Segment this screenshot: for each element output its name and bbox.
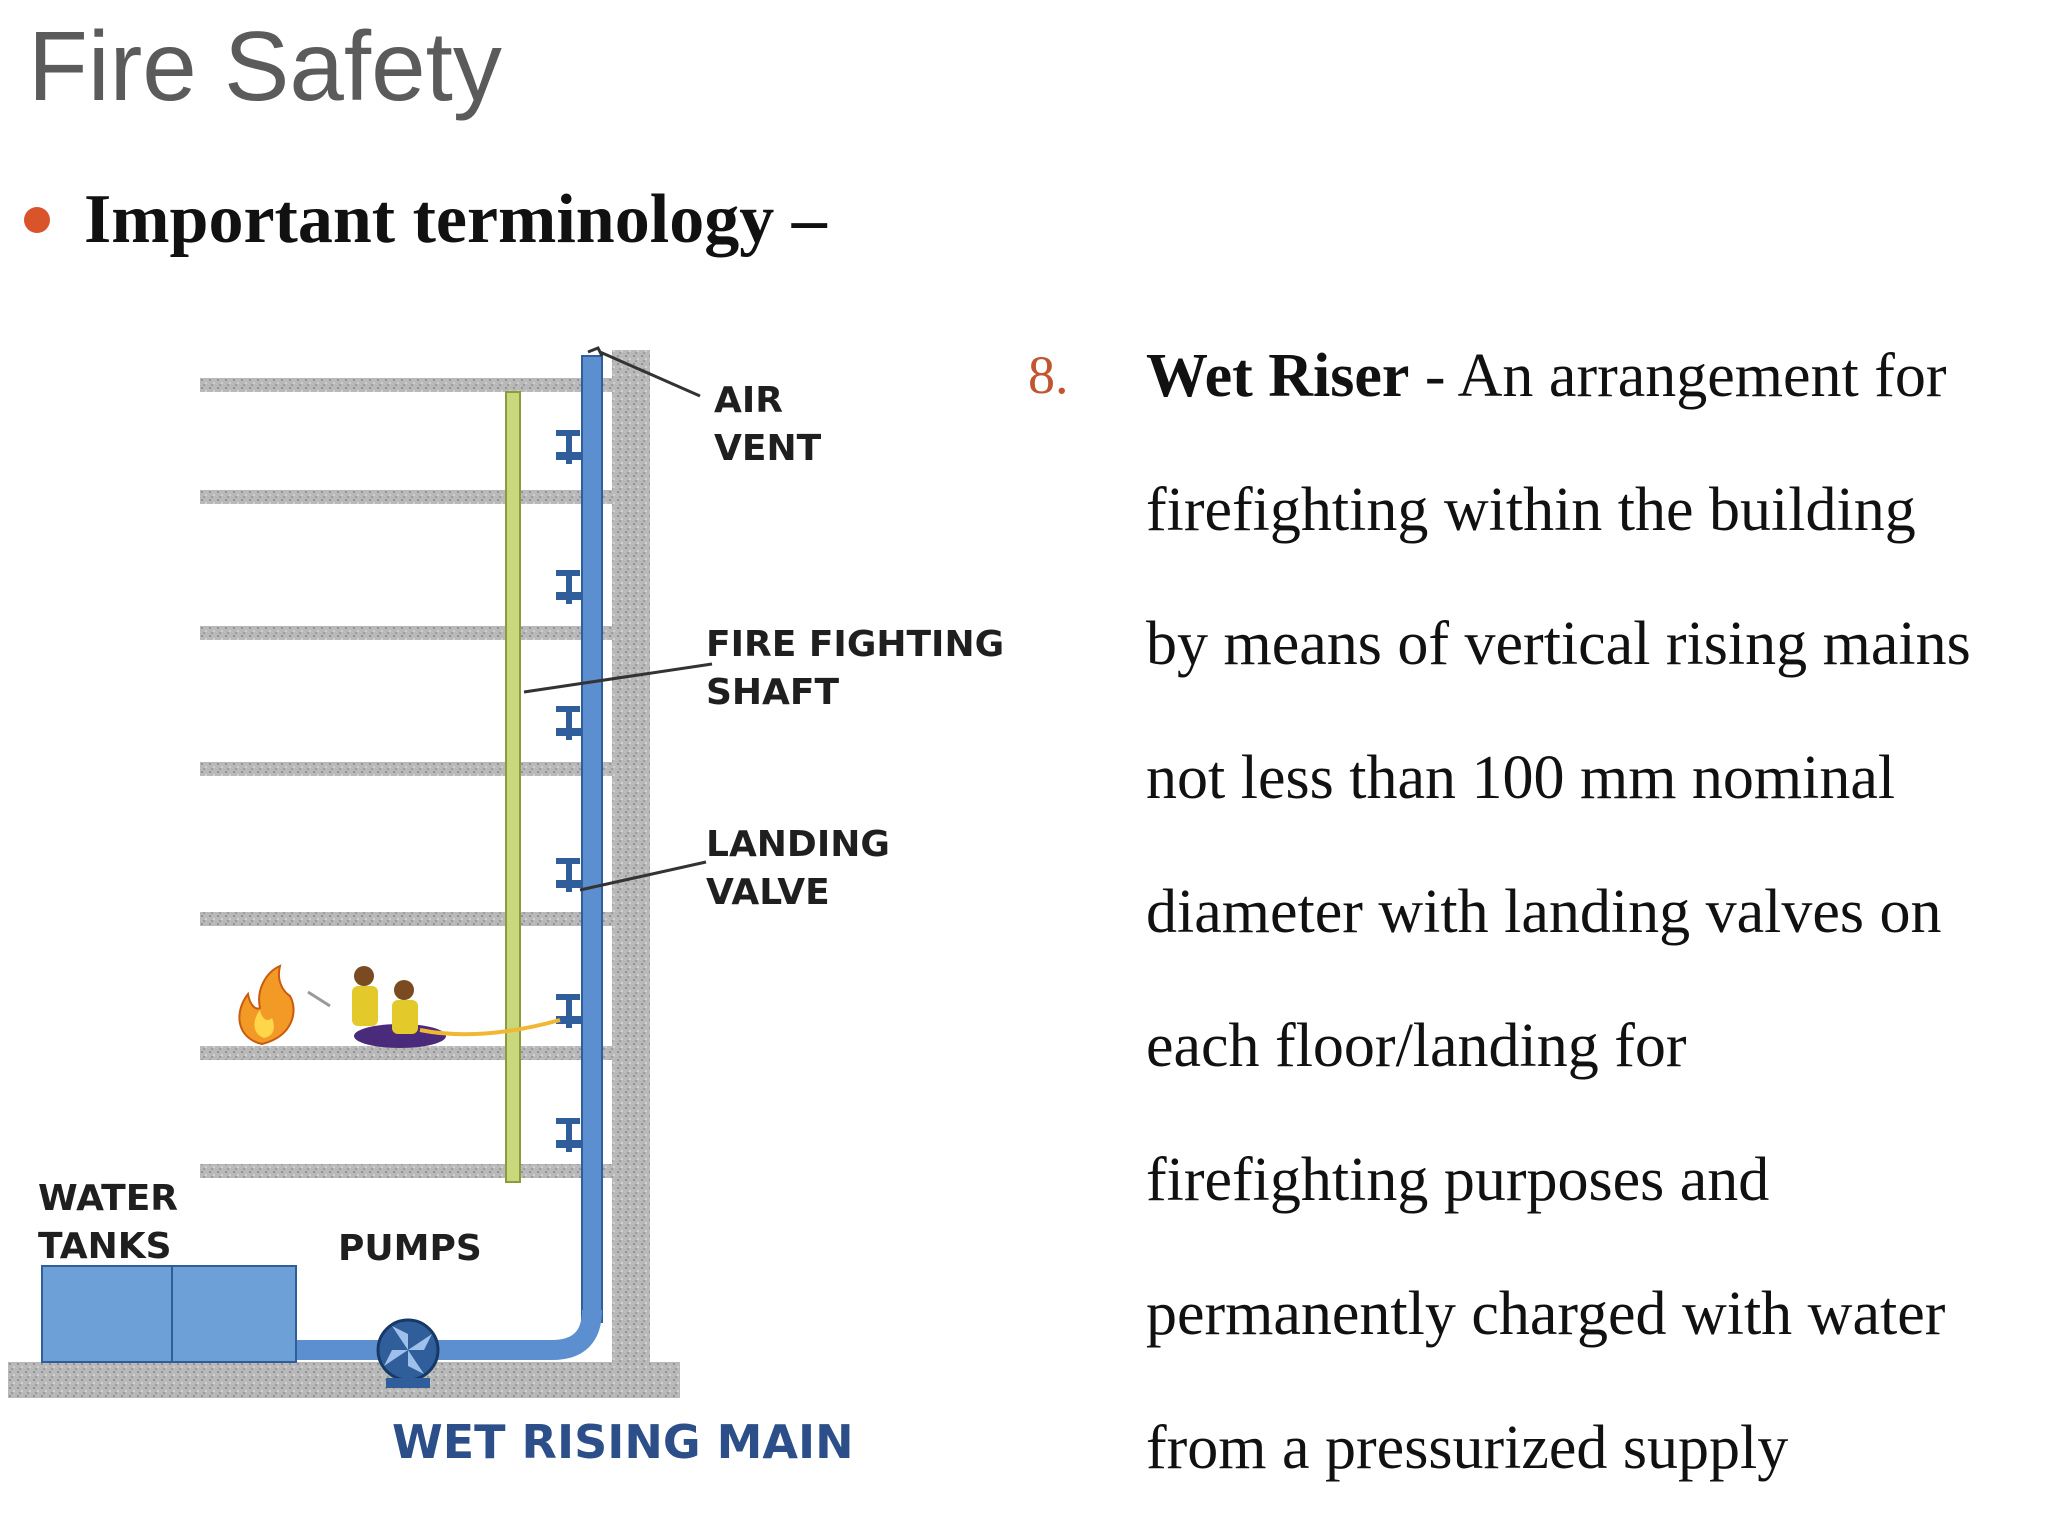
definition-line: by means of vertical rising mains: [1146, 610, 1971, 678]
diagram-caption: WET RISING MAIN: [392, 1415, 854, 1469]
fire-fighting-shaft: [505, 391, 521, 1183]
valve-pointer: [579, 860, 707, 892]
floor-slab: [200, 490, 620, 504]
label-valve-line2: VALVE: [706, 872, 830, 913]
label-pumps: PUMPS: [338, 1228, 482, 1269]
definition-line: firefighting purposes and: [1146, 1146, 1770, 1214]
definition-line-text: An arrangement for: [1457, 342, 1947, 410]
definition-text: Wet Riser - An arrangement for firefight…: [1146, 309, 2046, 1515]
floor-slab: [200, 1164, 620, 1178]
label-valve-line1: LANDING: [706, 824, 890, 865]
building-wall: [612, 350, 650, 1390]
slide-title: Fire Safety: [28, 11, 502, 121]
air-vent-icon: [587, 346, 701, 398]
definition-line: each floor/landing for: [1146, 1012, 1687, 1080]
landing-valve-icon: [556, 858, 582, 892]
landing-valve-icon: [556, 570, 582, 604]
definition-separator: -: [1409, 342, 1458, 410]
floor-slab: [200, 1046, 620, 1060]
label-air-vent-line2: VENT: [714, 428, 822, 469]
fire-icon: [238, 964, 295, 1046]
definition-line: diameter with landing valves on: [1146, 878, 1942, 946]
landing-valve-icon: [556, 706, 582, 740]
shaft-pointer: [523, 662, 713, 694]
bullet-text: Important terminology –: [84, 181, 827, 258]
wet-rising-main-diagram: AIR VENT FIRE FIGHTING SHAFT LANDING VAL…: [8, 346, 1004, 1469]
label-tanks-line2: TANKS: [38, 1226, 172, 1267]
landing-valves: [556, 430, 582, 1152]
label-air-vent-line1: AIR: [714, 380, 783, 421]
definition-line: Wet Riser - An arrangement for: [1146, 309, 2046, 443]
pump-icon: [376, 1318, 440, 1388]
ground-slab: [8, 1362, 680, 1398]
definition-line: from a pressurized supply: [1146, 1414, 1789, 1482]
rising-main-pipe: [292, 355, 603, 1360]
label-shaft-line1: FIRE FIGHTING: [706, 624, 1004, 665]
definition-line: permanently charged with water: [1146, 1280, 1946, 1348]
floor-slabs: [200, 378, 620, 1178]
landing-valve-icon: [556, 1118, 582, 1152]
bullet-item: Important terminology –: [24, 180, 827, 260]
floor-slab: [200, 762, 620, 776]
landing-valve-icon: [556, 994, 582, 1028]
bullet-dot-icon: [24, 207, 50, 233]
definition-line: not less than 100 mm nominal: [1146, 744, 1896, 812]
floor-slab: [200, 912, 620, 926]
label-tanks-line1: WATER: [38, 1178, 178, 1219]
landing-valve-icon: [556, 430, 582, 464]
floor-slab: [200, 378, 620, 392]
water-tanks-icon: [41, 1265, 297, 1363]
definition-line: firefighting within the building: [1146, 476, 1916, 544]
floor-slab: [200, 626, 620, 640]
firefighters-icon: [307, 966, 561, 1048]
definition-number: 8.: [1028, 345, 1069, 405]
definition-term: Wet Riser: [1146, 342, 1410, 410]
label-shaft-line2: SHAFT: [706, 672, 840, 713]
